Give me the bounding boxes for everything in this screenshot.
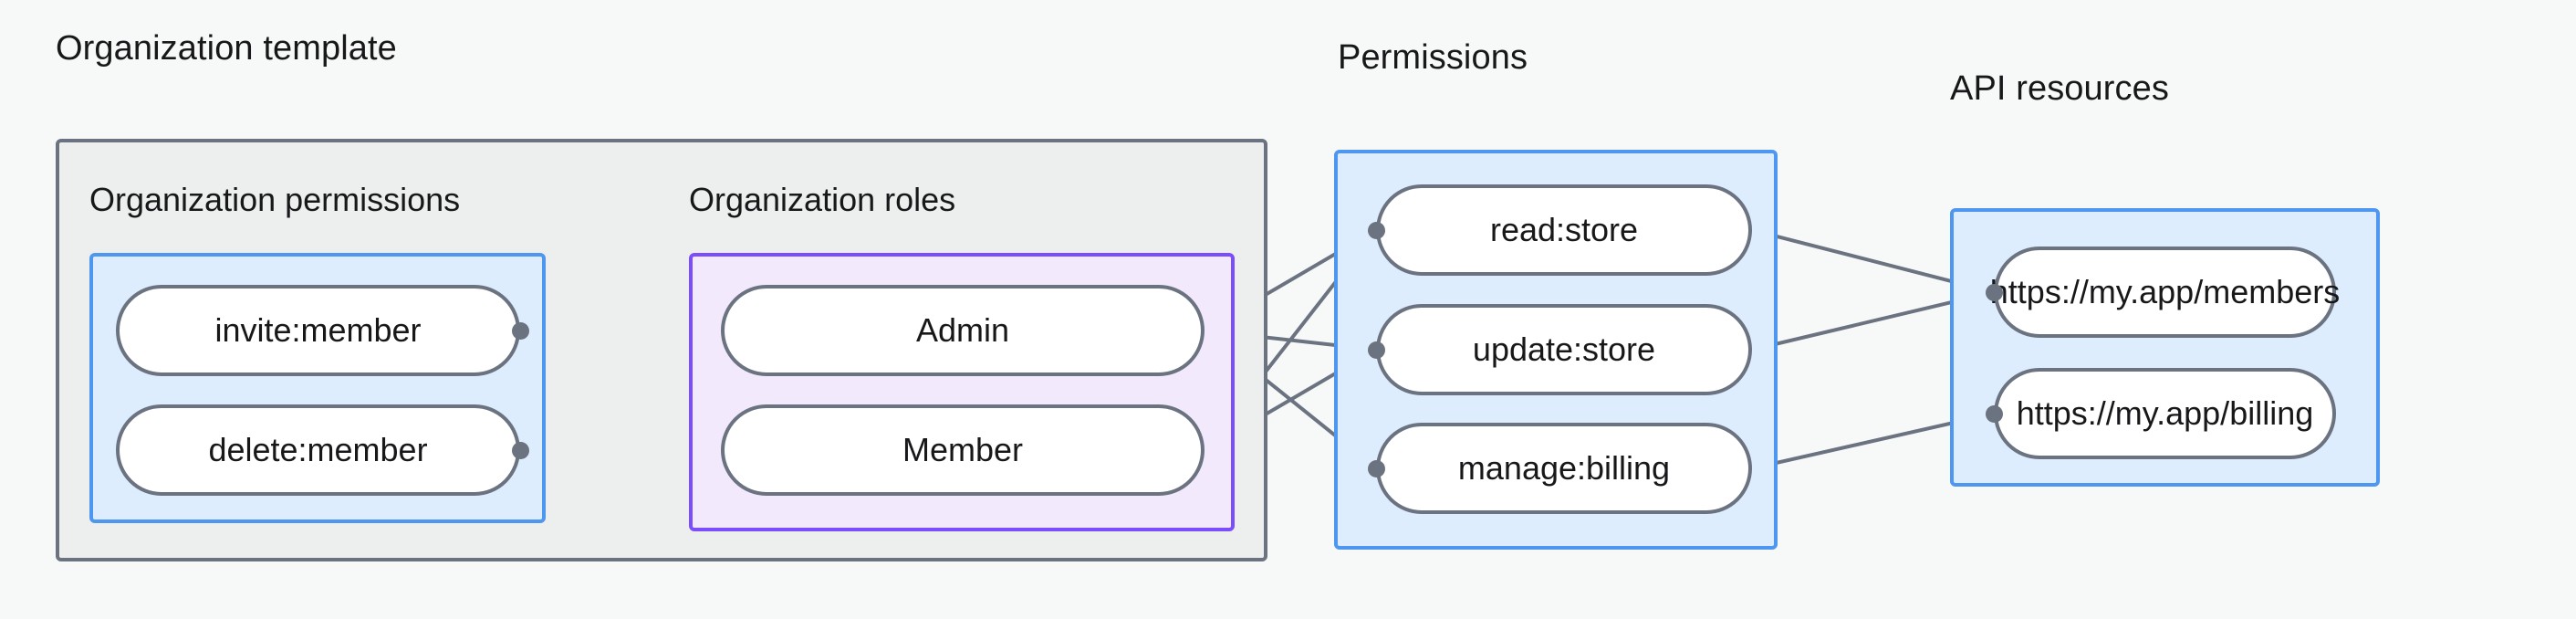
port-invite-member-right xyxy=(511,321,529,340)
port-manage-billing-left xyxy=(1367,459,1385,477)
node-billing-url[interactable]: https://my.app/billing xyxy=(1994,368,2336,459)
port-update-store-left xyxy=(1367,341,1385,359)
port-billing-url-left xyxy=(1985,404,2003,423)
port-read-store-left xyxy=(1367,221,1385,239)
subgroup-title-organization-permissions: Organization permissions xyxy=(89,181,461,218)
node-admin[interactable]: Admin xyxy=(721,285,1205,376)
group-title-permissions: Permissions xyxy=(1338,38,1528,77)
port-members-url-left xyxy=(1985,283,2003,301)
subgroup-title-organization-roles: Organization roles xyxy=(689,181,956,218)
node-member[interactable]: Member xyxy=(721,404,1205,496)
node-invite-member[interactable]: invite:member xyxy=(116,285,520,376)
node-read-store[interactable]: read:store xyxy=(1376,184,1752,276)
group-title-api-resources: API resources xyxy=(1950,69,2169,108)
node-update-store[interactable]: update:store xyxy=(1376,304,1752,395)
port-delete-member-right xyxy=(511,441,529,459)
group-title-organization-template: Organization template xyxy=(56,29,397,68)
node-manage-billing[interactable]: manage:billing xyxy=(1376,423,1752,514)
node-members-url[interactable]: https://my.app/members xyxy=(1990,247,2340,338)
node-delete-member[interactable]: delete:member xyxy=(116,404,520,496)
